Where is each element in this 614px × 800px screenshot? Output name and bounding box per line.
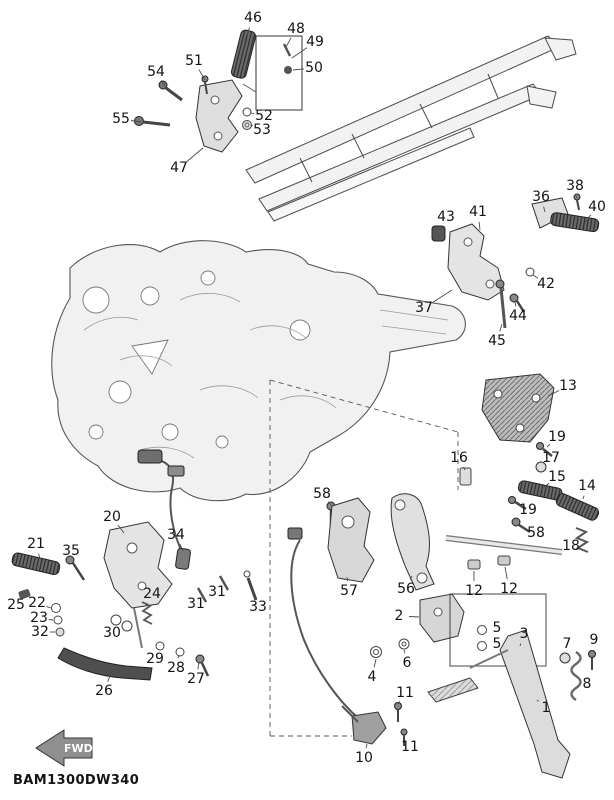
part-callout-5[interactable]: 5	[492, 636, 502, 652]
part-callout-52[interactable]: 52	[255, 108, 273, 124]
part-callout-7[interactable]: 7	[562, 636, 572, 652]
footrest-bracket-right-rear	[431, 193, 600, 329]
part-callout-15[interactable]: 15	[548, 469, 566, 485]
part-callout-12[interactable]: 12	[500, 581, 518, 597]
part-callout-9[interactable]: 9	[589, 632, 599, 648]
part-callout-16[interactable]: 16	[450, 450, 468, 466]
sensor-wire	[157, 459, 184, 555]
part-callout-27[interactable]: 27	[187, 671, 205, 687]
part-callout-17[interactable]: 17	[542, 450, 560, 466]
diagram-code: BAM1300DW340	[13, 773, 140, 788]
wire-connector	[137, 449, 163, 464]
part-callout-54[interactable]: 54	[147, 64, 165, 80]
main-frame-illustration	[51, 240, 466, 502]
rear-subframe-illustration	[245, 35, 577, 222]
brake-pedal-linkage	[287, 493, 435, 719]
part-callout-32[interactable]: 32	[31, 624, 49, 640]
part-callout-18[interactable]: 18	[562, 538, 580, 554]
wire-connector	[167, 465, 185, 477]
fwd-arrow-icon: FWD	[35, 729, 93, 767]
part-callout-33[interactable]: 33	[249, 599, 267, 615]
side-stand-leg	[499, 629, 571, 779]
part-callout-14[interactable]: 14	[578, 478, 596, 494]
part-callout-36[interactable]: 36	[532, 189, 550, 205]
part-callout-55[interactable]: 55	[112, 111, 130, 127]
part-callout-53[interactable]: 53	[253, 122, 271, 138]
part-callout-42[interactable]: 42	[537, 276, 555, 292]
side-stand-switch	[351, 711, 387, 745]
part-callout-57[interactable]: 57	[340, 583, 358, 599]
part-callout-4[interactable]: 4	[367, 669, 377, 685]
part-callout-22[interactable]: 22	[28, 595, 46, 611]
part-callout-58[interactable]: 58	[527, 525, 545, 541]
part-callout-56[interactable]: 56	[397, 581, 415, 597]
part-callout-3[interactable]: 3	[519, 626, 529, 642]
part-callout-23[interactable]: 23	[30, 610, 48, 626]
part-callout-13[interactable]: 13	[559, 378, 577, 394]
detail-box	[255, 35, 303, 111]
part-callout-30[interactable]: 30	[103, 625, 121, 641]
side-stand-assembly	[341, 593, 596, 779]
part-callout-19[interactable]: 19	[519, 502, 537, 518]
part-callout-28[interactable]: 28	[167, 660, 185, 676]
part-callout-58[interactable]: 58	[313, 486, 331, 502]
part-callout-21[interactable]: 21	[27, 536, 45, 552]
part-callout-49[interactable]: 49	[306, 34, 324, 50]
part-callout-12[interactable]: 12	[465, 583, 483, 599]
part-callout-40[interactable]: 40	[588, 199, 606, 215]
part-callout-38[interactable]: 38	[566, 178, 584, 194]
shift-pedal	[57, 647, 153, 681]
part-callout-44[interactable]: 44	[509, 308, 527, 324]
part-callout-11[interactable]: 11	[396, 685, 414, 701]
part-callout-51[interactable]: 51	[185, 53, 203, 69]
part-callout-2[interactable]: 2	[394, 608, 404, 624]
part-callout-8[interactable]: 8	[582, 676, 592, 692]
part-callout-34[interactable]: 34	[167, 527, 185, 543]
part-callout-24[interactable]: 24	[143, 586, 161, 602]
part-callout-31[interactable]: 31	[208, 584, 226, 600]
reference-dashed-lines	[269, 379, 459, 737]
footrest-assembly-top	[134, 29, 303, 153]
part-callout-6[interactable]: 6	[402, 655, 412, 671]
part-callout-19[interactable]: 19	[548, 429, 566, 445]
part-callout-29[interactable]: 29	[146, 651, 164, 667]
rider-footrest-left-assembly	[11, 449, 258, 681]
switch-cable	[290, 539, 359, 719]
part-callout-37[interactable]: 37	[415, 300, 433, 316]
rider-footrest-right-assembly	[326, 373, 600, 570]
part-callout-50[interactable]: 50	[305, 60, 323, 76]
part-callout-10[interactable]: 10	[355, 750, 373, 766]
fwd-label: FWD	[64, 742, 93, 755]
part-callout-41[interactable]: 41	[469, 204, 487, 220]
part-callout-20[interactable]: 20	[103, 509, 121, 525]
part-callout-47[interactable]: 47	[170, 160, 188, 176]
part-callout-11[interactable]: 11	[401, 739, 419, 755]
stand-spring	[570, 651, 582, 701]
part-callout-1[interactable]: 1	[541, 700, 551, 716]
part-callout-35[interactable]: 35	[62, 543, 80, 559]
part-callout-48[interactable]: 48	[287, 21, 305, 37]
part-callout-25[interactable]: 25	[7, 597, 25, 613]
detail-box	[449, 593, 547, 667]
part-callout-45[interactable]: 45	[488, 333, 506, 349]
part-callout-43[interactable]: 43	[437, 209, 455, 225]
part-callout-5[interactable]: 5	[492, 620, 502, 636]
part-callout-46[interactable]: 46	[244, 10, 262, 26]
part-callout-26[interactable]: 26	[95, 683, 113, 699]
part-callout-31[interactable]: 31	[187, 596, 205, 612]
